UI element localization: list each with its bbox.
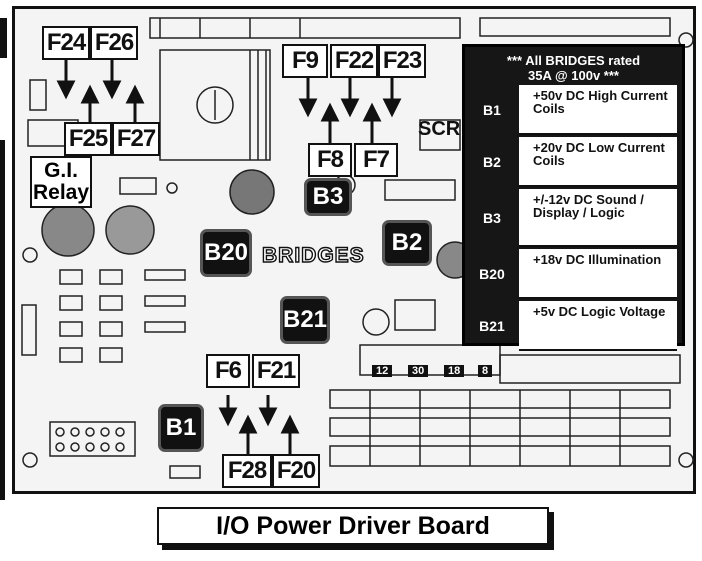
fuse-f8: F8 [308,143,352,177]
connector-label-18: 18 [444,365,465,377]
legend-row-desc: +20v DC Low Current Coils [519,137,677,187]
legend-row-desc: +18v DC Illumination [519,249,677,299]
board-caption: I/O Power Driver Board [157,507,549,545]
legend-row: B20 +18v DC Illumination [465,249,682,299]
legend-header-line1: *** All BRIDGES rated [506,53,641,68]
fuse-f28: F28 [222,454,272,488]
fuse-f22: F22 [330,44,378,78]
gi-relay-label-line1: G.I. [44,159,78,182]
legend-row-id: B21 [479,318,505,334]
connector-label-30: 30 [408,365,429,377]
legend-header-line2: 35A @ 100v *** [528,68,619,83]
bridge-b1: B1 [158,404,204,452]
fuse-f6: F6 [206,354,250,388]
legend-row-desc: +/-12v DC Sound / Display / Logic [519,189,677,247]
bridge-b2: B2 [382,220,432,266]
legend-header: *** All BRIDGES rated 35A @ 100v *** [465,47,682,83]
bridge-b3: B3 [304,178,352,216]
gi-relay-label: G.I. Relay [30,156,92,208]
gi-relay-label-line2: Relay [32,181,90,204]
fuse-f21: F21 [252,354,300,388]
legend-row-desc: +50v DC High Current Coils [519,85,677,135]
bridge-rating-legend: *** All BRIDGES rated 35A @ 100v *** B1 … [462,44,685,351]
fuse-f24: F24 [42,26,90,60]
legend-row: B21 +5v DC Logic Voltage [465,301,682,351]
legend-row: B2 +20v DC Low Current Coils [465,137,682,187]
connector-label-8: 8 [478,365,493,377]
page-edge-mark-top [0,18,7,58]
legend-row: B3 +/-12v DC Sound / Display / Logic [465,189,682,247]
legend-row-id: B3 [483,210,501,226]
page-edge-mark-mid [0,140,5,500]
scr-silk-label: SCR [418,118,461,140]
fuse-f20: F20 [272,454,320,488]
fuse-f27: F27 [112,122,160,156]
legend-row-id: B1 [483,102,501,118]
fuse-f25: F25 [64,122,112,156]
fuse-f9: F9 [282,44,328,78]
bridges-silk-label: BRIDGES [261,243,365,267]
legend-row: B1 +50v DC High Current Coils [465,85,682,135]
connector-label-12: 12 [372,365,393,377]
fuse-f7: F7 [354,143,398,177]
legend-row-id: B20 [479,266,505,282]
fuse-f26: F26 [90,26,138,60]
legend-row-desc: +5v DC Logic Voltage [519,301,677,351]
bridge-b21: B21 [280,296,330,344]
bridge-b20: B20 [200,229,252,277]
fuse-f23: F23 [378,44,426,78]
legend-row-id: B2 [483,154,501,170]
